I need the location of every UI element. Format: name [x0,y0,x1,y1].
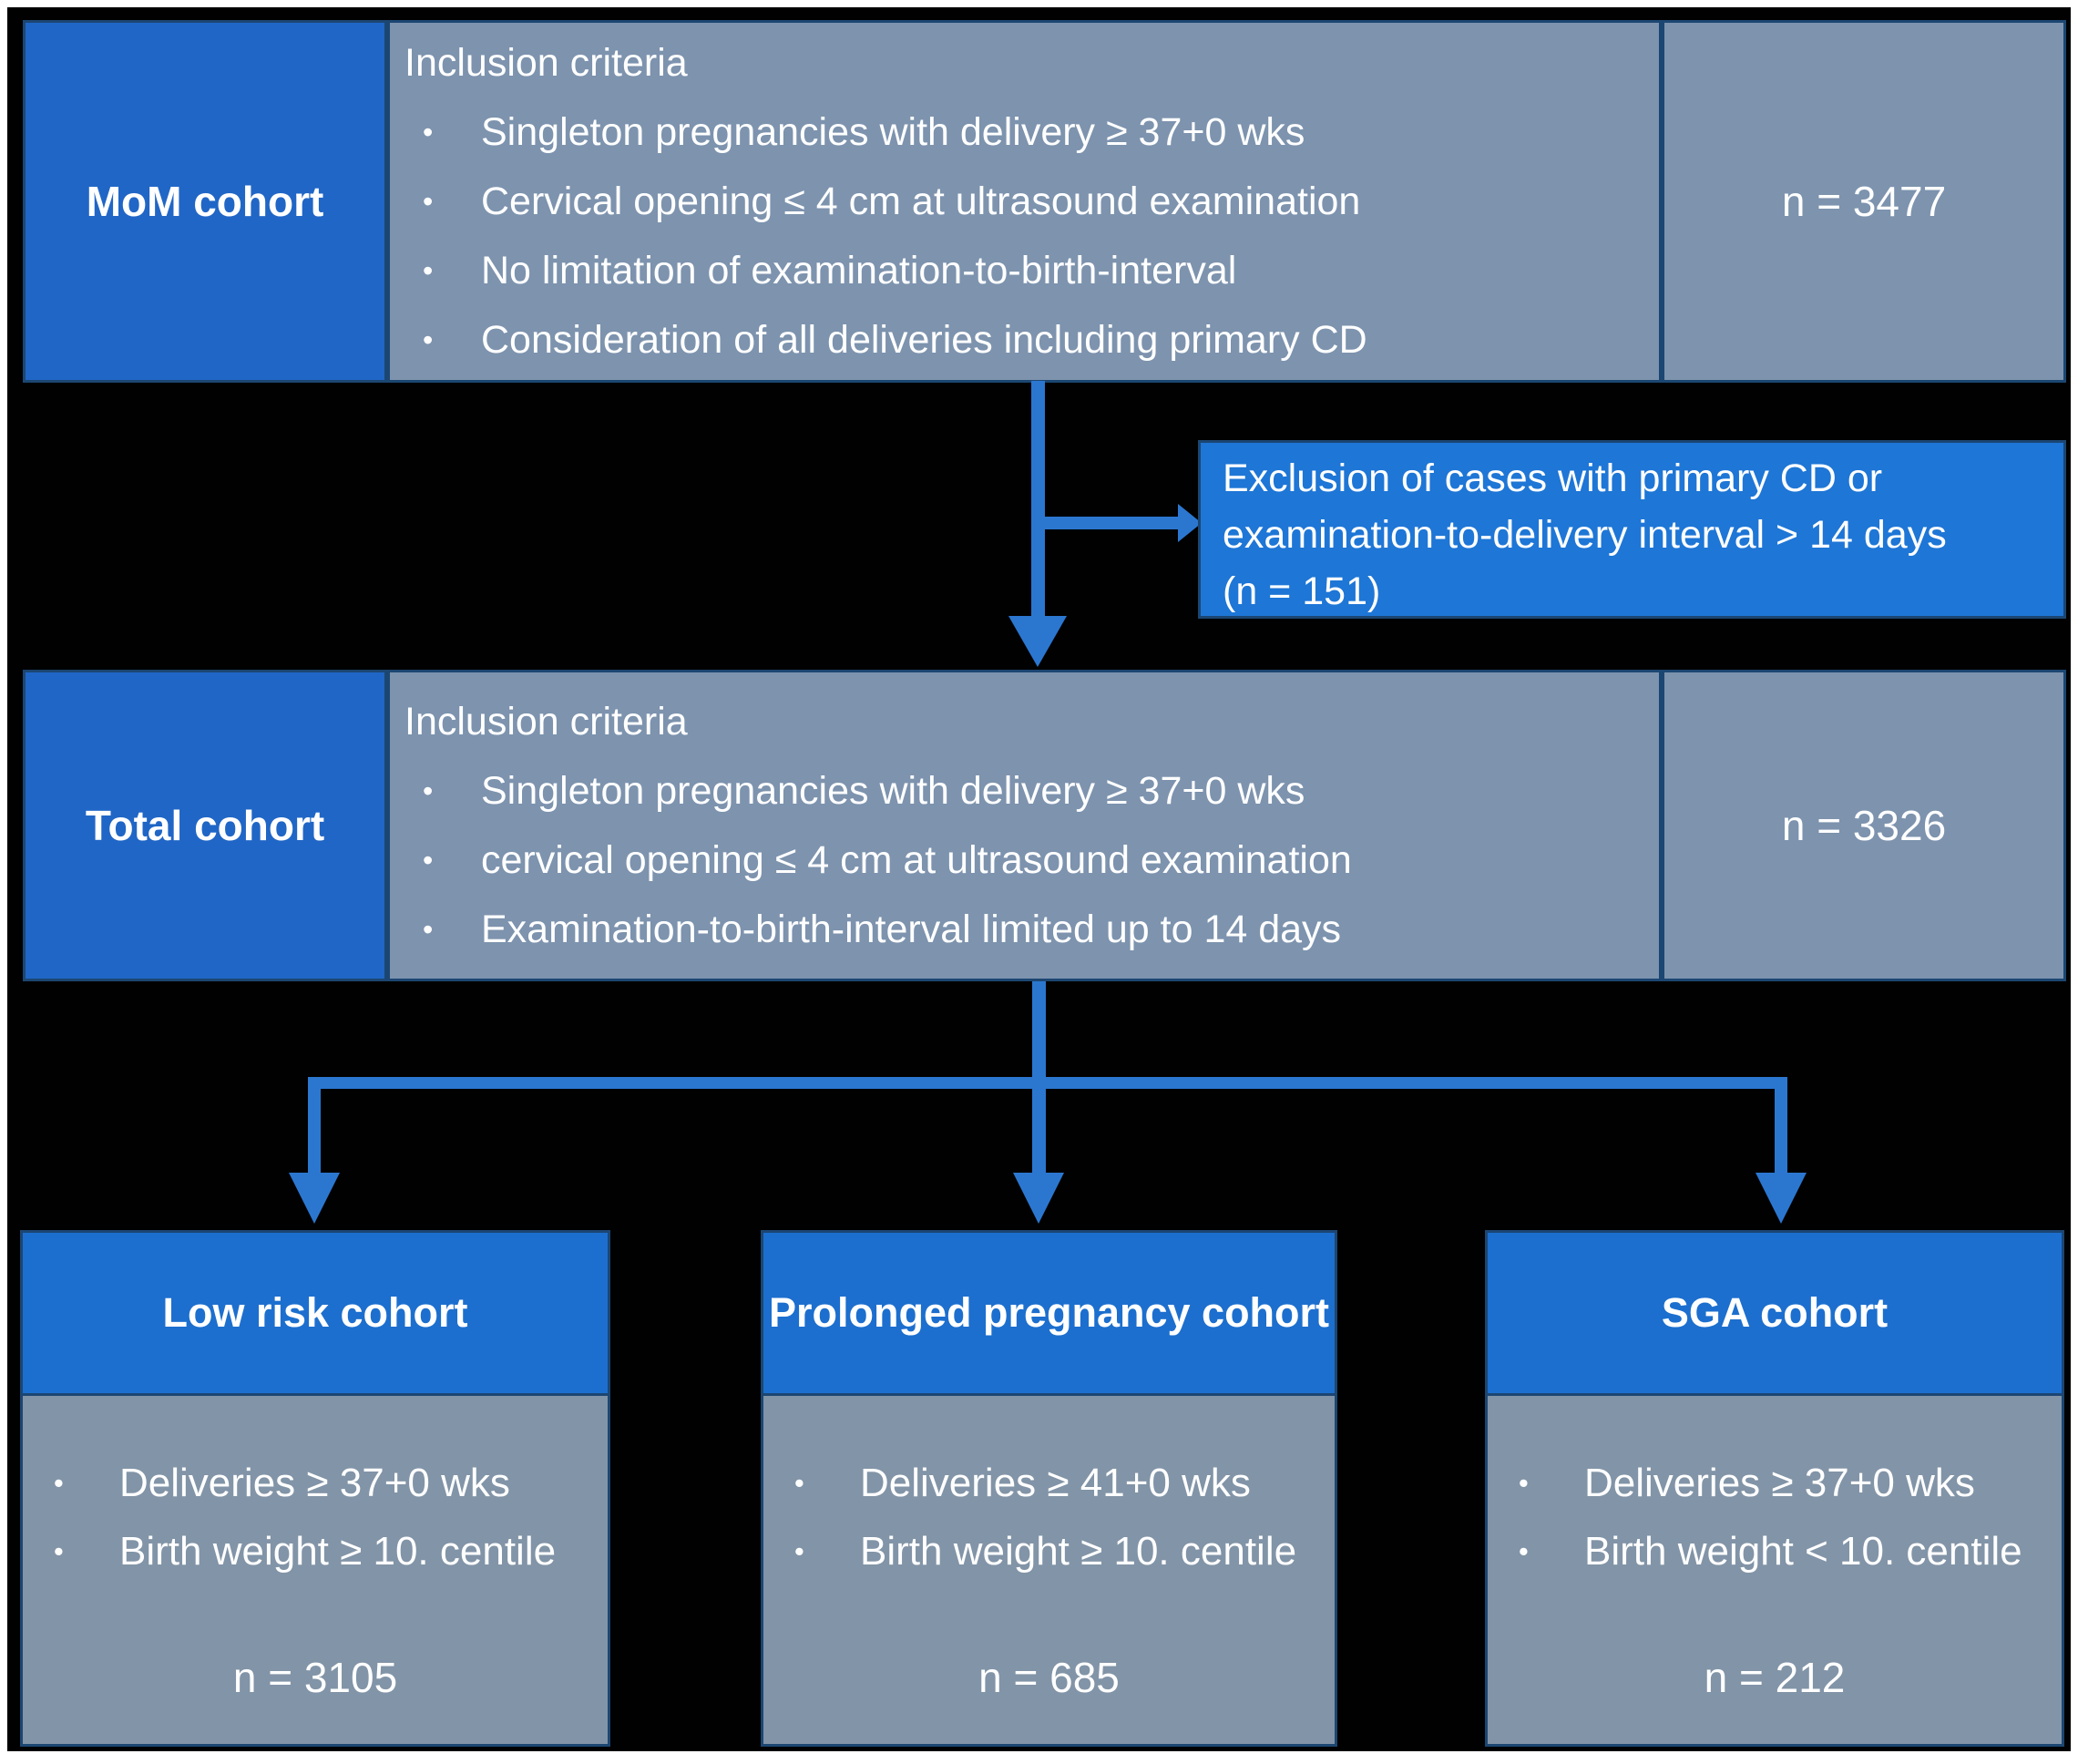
prolonged-pregnancy-cohort-box: Prolonged pregnancy cohort Deliveries ≥ … [761,1230,1337,1747]
right-arrowhead-icon [1178,504,1202,542]
prolonged-pregnancy-cohort-title: Prolonged pregnancy cohort [768,1289,1330,1336]
criteria-bullet: Cervical opening ≤ 4 cm at ultrasound ex… [390,167,1659,236]
mom-criteria-box: Inclusion criteria Singleton pregnancies… [387,20,1662,383]
sga-cohort-body: Deliveries ≥ 37+0 wks Birth weight < 10.… [1488,1396,2062,1744]
total-criteria-content: Inclusion criteria Singleton pregnancies… [390,672,1659,979]
mom-n-label: n = 3477 [1781,178,1947,225]
exclusion-text: Exclusion of cases with primary CD or ex… [1201,443,2063,620]
criteria-bullet: cervical opening ≤ 4 cm at ultrasound ex… [390,826,1659,895]
prolonged-criteria-list: Deliveries ≥ 41+0 wks Birth weight ≥ 10.… [763,1449,1335,1585]
branch-left-shaft [308,1089,321,1173]
low-risk-n-label: n = 3105 [232,1654,398,1701]
low-risk-cohort-body: Deliveries ≥ 37+0 wks Birth weight ≥ 10.… [23,1396,608,1744]
sga-criteria-list: Deliveries ≥ 37+0 wks Birth weight < 10.… [1488,1449,2062,1585]
criteria-bullet: Singleton pregnancies with delivery ≥ 37… [390,756,1659,826]
down-arrowhead-icon [289,1173,340,1224]
branch-connector-shaft [1032,981,1046,1077]
criteria-bullet: Deliveries ≥ 37+0 wks [1488,1449,2062,1517]
total-n-label: n = 3326 [1781,802,1947,849]
down-arrowhead-icon [1013,1173,1064,1224]
sga-n-label: n = 212 [1704,1654,1846,1701]
low-risk-criteria-list: Deliveries ≥ 37+0 wks Birth weight ≥ 10.… [23,1449,608,1585]
down-arrowhead-icon [1008,616,1067,667]
mom-cohort-box: MoM cohort [23,20,387,383]
low-risk-cohort-title: Low risk cohort [162,1289,468,1336]
mom-n-box: n = 3477 [1662,20,2066,383]
sga-cohort-title: SGA cohort [1661,1289,1889,1336]
prolonged-pregnancy-cohort-header: Prolonged pregnancy cohort [763,1233,1335,1396]
sga-cohort-header: SGA cohort [1488,1233,2062,1396]
criteria-bullet: Deliveries ≥ 41+0 wks [763,1449,1335,1517]
criteria-bullet: No limitation of examination-to-birth-in… [390,236,1659,305]
low-risk-cohort-header: Low risk cohort [23,1233,608,1396]
total-criteria-title: Inclusion criteria [404,700,688,744]
prolonged-pregnancy-cohort-body: Deliveries ≥ 41+0 wks Birth weight ≥ 10.… [763,1396,1335,1744]
mom-criteria-title: Inclusion criteria [404,41,688,85]
down-arrowhead-icon [1756,1173,1807,1224]
criteria-bullet: Deliveries ≥ 37+0 wks [23,1449,608,1517]
total-cohort-box: Total cohort [23,670,387,981]
criteria-bullet: Birth weight ≥ 10. centile [763,1517,1335,1585]
sga-cohort-box: SGA cohort Deliveries ≥ 37+0 wks Birth w… [1485,1230,2064,1747]
mom-criteria-list: Singleton pregnancies with delivery ≥ 37… [390,97,1659,374]
exclusion-line: Exclusion of cases with primary CD or [1223,456,1883,500]
total-n-box: n = 3326 [1662,670,2066,981]
prolonged-n-label: n = 685 [978,1654,1120,1701]
criteria-bullet: Singleton pregnancies with delivery ≥ 37… [390,97,1659,167]
total-criteria-box: Inclusion criteria Singleton pregnancies… [387,670,1662,981]
main-down-arrow-shaft [1031,381,1045,616]
criteria-bullet: Birth weight < 10. centile [1488,1517,2062,1585]
branch-right-shaft [1775,1089,1787,1173]
exclusion-box: Exclusion of cases with primary CD or ex… [1198,440,2066,619]
total-cohort-label: Total cohort [85,802,325,849]
branch-horizontal-bar [308,1077,1787,1089]
mom-cohort-label: MoM cohort [86,178,324,225]
exclusion-branch-shaft [1045,517,1178,529]
criteria-bullet: Birth weight ≥ 10. centile [23,1517,608,1585]
exclusion-line: examination-to-delivery interval > 14 da… [1223,513,1947,557]
mom-criteria-content: Inclusion criteria Singleton pregnancies… [390,23,1659,380]
exclusion-line: (n = 151) [1223,569,1381,613]
criteria-bullet: Examination-to-birth-interval limited up… [390,895,1659,964]
criteria-bullet: Consideration of all deliveries includin… [390,305,1659,374]
branch-center-shaft [1032,1089,1046,1173]
low-risk-cohort-box: Low risk cohort Deliveries ≥ 37+0 wks Bi… [20,1230,610,1747]
total-criteria-list: Singleton pregnancies with delivery ≥ 37… [390,756,1659,964]
